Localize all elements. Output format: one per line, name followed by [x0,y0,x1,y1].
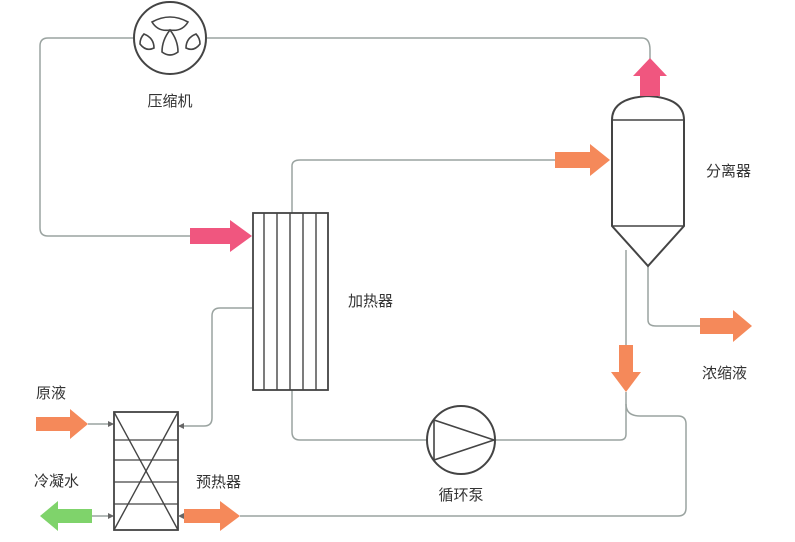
line-heater-to-separator [291,159,555,213]
arrow-icon [36,409,88,439]
arrow-icon [700,310,752,342]
concentrate-label: 浓缩液 [702,364,747,382]
compressor-label: 压缩机 [147,92,192,110]
arrowhead-icon [178,423,184,429]
arrow-icon [184,501,240,531]
arrowhead-icon [108,421,114,427]
separator-vessel [611,94,685,268]
preheater-label: 预热器 [196,473,241,491]
arrow-icon [190,220,252,252]
condensate-out-arrow [40,501,92,531]
circulation-pump-label: 循环泵 [438,486,483,504]
separator [611,94,685,268]
piping [39,37,700,517]
circulation-pump [426,405,497,475]
pump-icon [426,405,496,475]
compressor-rotor [139,16,201,56]
compressor [133,1,207,75]
arrowhead-icon [108,513,114,519]
raw-liquid-in-arrow [36,409,88,439]
vapor-to-heater-arrow [190,220,252,252]
arrow-icon [633,58,667,96]
line-concentrate-outlet [647,260,700,327]
preheater-cross [113,411,179,531]
connection-arrowheads [108,421,184,519]
heater [252,212,329,391]
preheater-out-arrow [184,501,240,531]
heater-tubes [263,213,317,390]
line-pump-to-separator [496,392,627,441]
compressor-icon [133,1,207,75]
condensate-label: 冷凝水 [34,472,79,490]
arrow-icon [40,501,92,531]
separator-down-arrow [611,345,641,392]
arrowhead-icon [178,513,184,519]
line-preheater-to-heater [178,307,252,427]
separator-label: 分离器 [706,162,751,180]
arrow-icon [555,144,610,176]
raw-liquid-label: 原液 [36,384,66,402]
line-preheater-outlet-loop [240,403,687,517]
preheater [113,411,179,531]
line-recirculation [291,390,426,441]
vapor-out-arrow [633,58,667,96]
vapor-line-compressor-to-heater [39,37,190,237]
heater-to-separator-arrow [555,144,610,176]
pump-triangle [433,418,497,462]
arrow-icon [611,345,641,392]
vapor-line-compressor-to-separator [207,37,651,62]
concentrate-out-arrow [700,310,752,342]
heater-label: 加热器 [348,292,393,310]
